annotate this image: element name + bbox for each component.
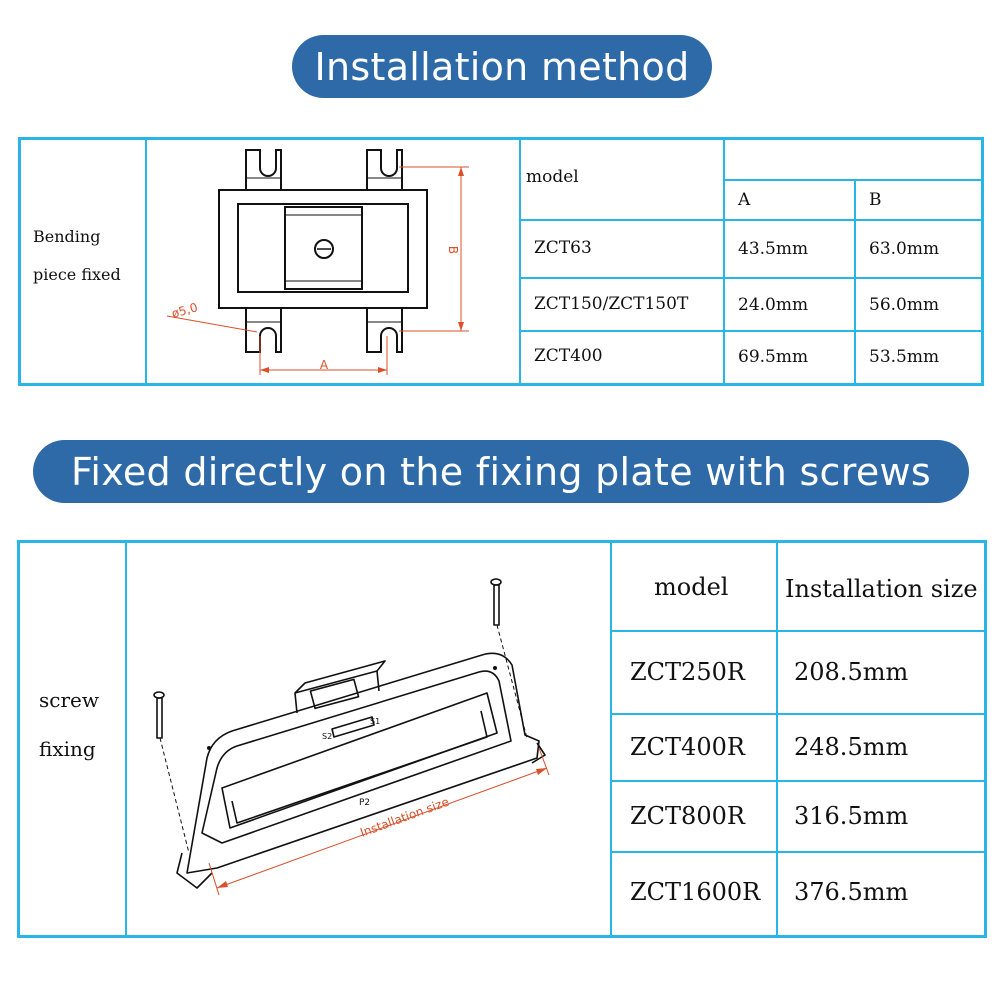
table-cell-size: 208.5mm	[794, 658, 909, 686]
section-title-installation-method: Installation method	[292, 35, 712, 98]
divider	[520, 277, 982, 279]
divider	[724, 179, 982, 181]
table-cell-b: 53.5mm	[869, 347, 940, 367]
marking-s2: S2	[322, 732, 332, 741]
side-label: Bending piece fixed	[33, 218, 121, 294]
side-label-line: Bending	[33, 227, 101, 246]
model-header: model	[526, 167, 579, 187]
dimension-a-label: A	[320, 358, 329, 372]
table-cell-size: 316.5mm	[794, 802, 909, 830]
table-cell-size: 376.5mm	[794, 878, 909, 906]
divider	[854, 180, 856, 385]
divider	[610, 541, 612, 937]
bending-piece-table	[18, 137, 984, 386]
table-cell-model: ZCT150/ZCT150T	[534, 294, 689, 314]
table-cell-b: 56.0mm	[869, 295, 940, 315]
divider	[519, 138, 521, 385]
screw-fixing-diagram: S2 S1 P2 Installation size	[153, 578, 550, 896]
divider	[145, 138, 147, 385]
hole-diameter-label: ø5,0	[170, 300, 199, 321]
installation-size-header: Installation size	[785, 575, 978, 603]
column-a-header: A	[738, 190, 751, 210]
table-cell-model: ZCT250R	[630, 658, 745, 686]
table-cell-size: 248.5mm	[794, 733, 909, 761]
divider	[611, 630, 985, 632]
table-cell-a: 43.5mm	[738, 239, 809, 259]
installation-size-dimension-label: Installation size	[358, 795, 451, 840]
table-cell-model: ZCT400	[534, 346, 603, 366]
bending-piece-diagram: A B ø5,0	[166, 149, 469, 375]
side-label-line: fixing	[39, 737, 96, 761]
side-label-line: piece fixed	[33, 265, 121, 284]
divider	[611, 713, 985, 715]
dimension-b-label: B	[446, 246, 460, 254]
divider	[520, 330, 982, 332]
side-label-line: screw	[39, 688, 99, 712]
divider	[125, 541, 127, 937]
marking-s1: S1	[370, 717, 380, 726]
table-cell-a: 24.0mm	[738, 295, 809, 315]
table-cell-model: ZCT400R	[630, 733, 745, 761]
side-label: screw fixing	[39, 676, 99, 774]
column-b-header: B	[869, 190, 882, 210]
divider	[520, 219, 982, 221]
marking-p2: P2	[359, 798, 370, 808]
table-cell-model: ZCT1600R	[630, 878, 761, 906]
divider	[611, 780, 985, 782]
section-title-screw-fixing: Fixed directly on the fixing plate with …	[33, 440, 969, 503]
table-cell-model: ZCT63	[534, 238, 592, 258]
table-cell-b: 63.0mm	[869, 239, 940, 259]
divider	[723, 138, 725, 385]
table-cell-model: ZCT800R	[630, 802, 745, 830]
screw-fixing-table	[17, 540, 987, 938]
table-cell-a: 69.5mm	[738, 347, 809, 367]
divider	[611, 851, 985, 853]
divider	[776, 541, 778, 937]
model-header: model	[654, 573, 729, 601]
